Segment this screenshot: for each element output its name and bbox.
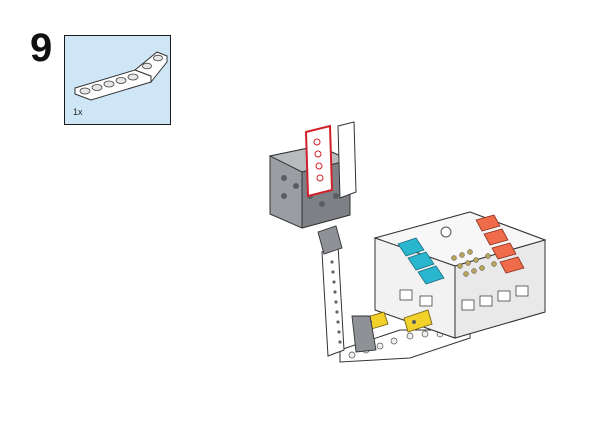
orange-ports bbox=[475, 214, 525, 274]
controller-hub bbox=[373, 211, 547, 339]
bottom-white-beam bbox=[339, 329, 471, 363]
white-l-beam-part-icon bbox=[74, 51, 168, 101]
gray-bushing bbox=[351, 315, 377, 353]
parts-list-panel: 1x bbox=[64, 35, 171, 125]
gray-connector bbox=[317, 225, 343, 255]
part-quantity: 1x bbox=[73, 107, 83, 117]
step-number: 9 bbox=[30, 26, 53, 70]
tall-white-beam bbox=[337, 121, 357, 199]
cyan-ports bbox=[397, 237, 445, 285]
new-l-beam-highlight bbox=[304, 124, 334, 198]
